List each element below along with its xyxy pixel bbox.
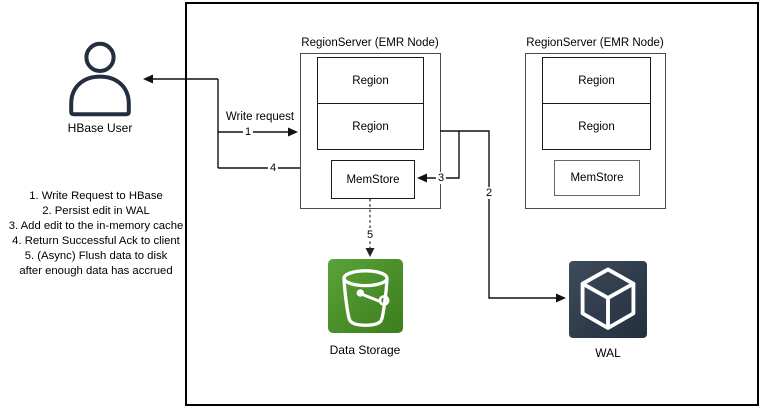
arrowhead-to-user [143,74,153,84]
write-request-label: Write request [225,111,295,123]
steps-legend: 1. Write Request to HBase 2. Persist edi… [2,189,190,279]
s3-bucket-icon [328,259,403,333]
step-line: 2. Persist edit in WAL [42,205,150,217]
user-label: HBase User [67,121,133,135]
data-storage-label: Data Storage [329,343,401,357]
region-box: Region [318,103,423,149]
region-box: Region [543,103,650,149]
connector-label-2: 2 [483,187,495,199]
connector-label-1: 1 [242,126,254,138]
memstore-2-box: MemStore [554,160,640,196]
region-box: Region [318,58,423,103]
regionserver-1-title: RegionServer (EMR Node) [301,37,439,49]
user-icon [60,38,140,120]
step-line: 3. Add edit to the in-memory cache [8,220,184,232]
regionserver-1-regions: Region Region [317,57,424,150]
memstore-1-box: MemStore [331,160,415,199]
connector-label-3: 3 [435,172,447,184]
connector-label-4: 4 [267,162,279,174]
step-line: 4. Return Successful Ack to client [12,235,180,247]
region-box: Region [543,58,650,103]
step-line: 5. (Async) Flush data to disk [24,250,168,262]
regionserver-2-regions: Region Region [542,57,651,150]
diagram-border [185,2,759,406]
step-line: after enough data has accrued [19,265,173,277]
step-line: 1. Write Request to HBase [29,190,163,202]
wal-label: WAL [595,346,621,360]
connector-label-5: 5 [364,229,376,241]
regionserver-2-title: RegionServer (EMR Node) [526,37,664,49]
wal-cube-icon [569,261,647,338]
